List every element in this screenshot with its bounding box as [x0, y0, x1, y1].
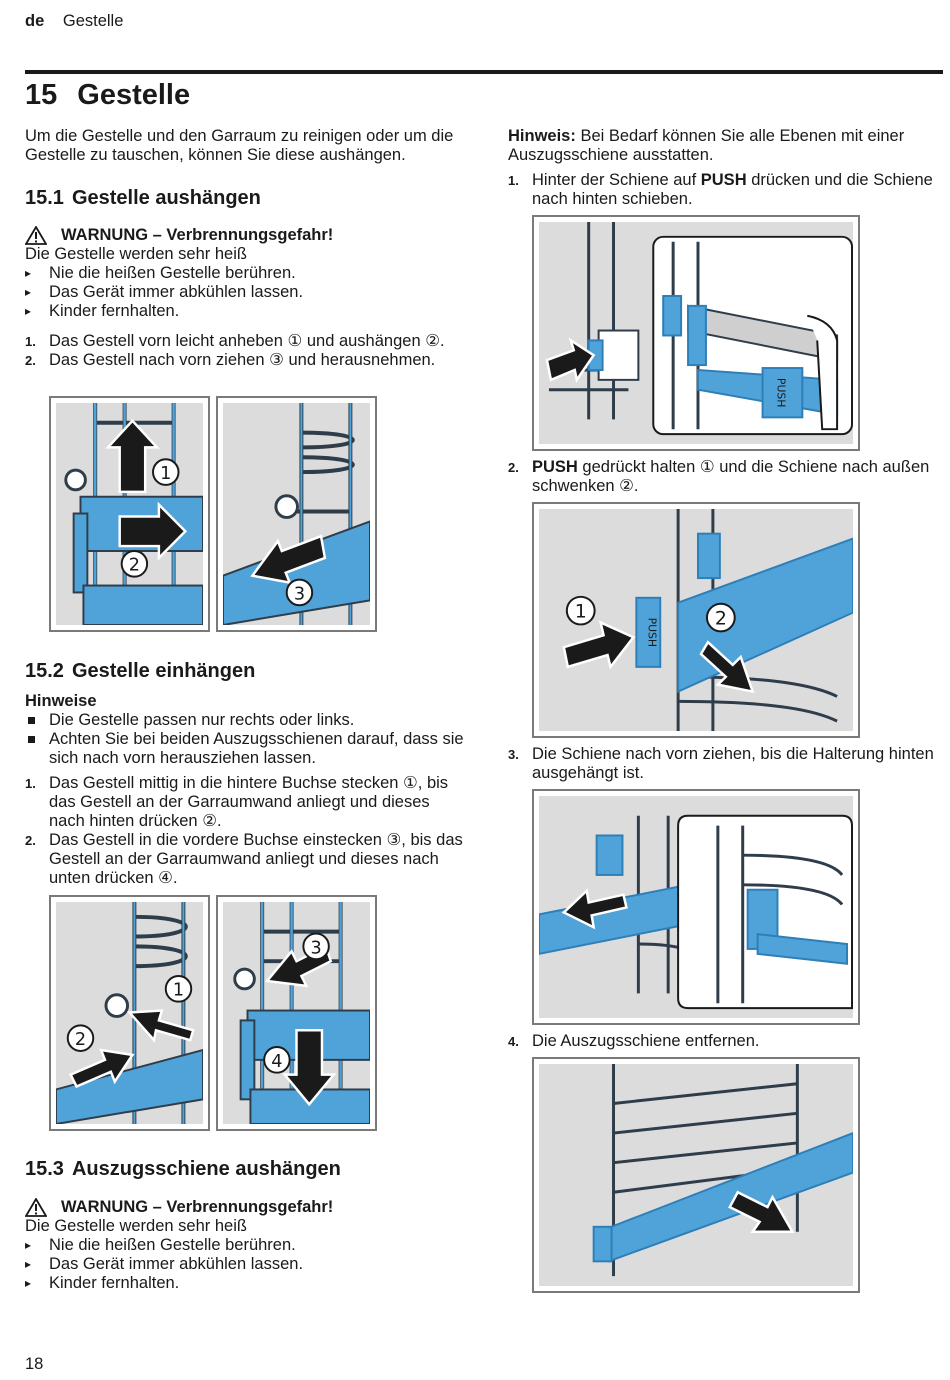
- figure-insert-front: 3 4: [216, 895, 377, 1131]
- callout-2: 2: [129, 556, 140, 576]
- header-section: Gestelle: [62, 12, 124, 30]
- callout-1: 1: [160, 464, 171, 484]
- figure-push-release: PUSH: [532, 215, 860, 451]
- page-header: de Gestelle: [25, 12, 123, 31]
- notes-block: Hinweise Die Gestelle passen nur rechts …: [25, 692, 465, 768]
- push-label: PUSH: [645, 618, 658, 648]
- callout-4: 4: [271, 1052, 282, 1072]
- step-item: 1.Das Gestell vorn leicht anheben ① und …: [25, 332, 445, 350]
- step-item: 2.PUSH gedrückt halten ① und die Schiene…: [508, 458, 930, 495]
- bullet-item: Nie die heißen Gestelle berühren.: [25, 264, 465, 283]
- warning-heading: WARNUNG – Verbrennungsgefahr!: [25, 226, 465, 245]
- right-step-3: 3.Die Schiene nach vorn ziehen, bis die …: [508, 745, 938, 783]
- callout-3: 3: [310, 938, 321, 958]
- step-item: 3.Die Schiene nach vorn ziehen, bis die …: [508, 745, 934, 782]
- step-item: 1.Das Gestell mittig in die hintere Buch…: [25, 774, 449, 830]
- step-item: 2.Das Gestell in die vordere Buchse eins…: [25, 831, 463, 887]
- figure-lift-rack: 1 2: [49, 396, 210, 632]
- header-rule: [25, 70, 943, 74]
- push-label: PUSH: [774, 378, 787, 408]
- warning-bullets: Nie die heißen Gestelle berühren. Das Ge…: [25, 264, 465, 321]
- step-item: 2.Das Gestell nach vorn ziehen ③ und her…: [25, 351, 436, 369]
- callout-1: 1: [575, 602, 587, 623]
- right-step-4: 4.Die Auszugsschiene entfernen.: [508, 1032, 938, 1051]
- intro-text: Um die Gestelle und den Garraum zu reini…: [25, 127, 454, 164]
- step-item: 4.Die Auszugsschiene entfernen.: [508, 1032, 760, 1050]
- figure-swing-rail: PUSH 1 2: [532, 502, 860, 738]
- warning-text: Die Gestelle werden sehr heiß: [25, 245, 247, 263]
- figure-pull-rail-forward: [532, 789, 860, 1025]
- bullet-item: Das Gerät immer abkühlen lassen.: [25, 1255, 465, 1274]
- warning-block-1: WARNUNG – Verbrennungsgefahr! Die Gestel…: [25, 226, 465, 321]
- figure-remove-rail: [532, 1057, 860, 1293]
- warning-heading: WARNUNG – Verbrennungsgefahr!: [25, 1198, 465, 1217]
- warning-bullets: Nie die heißen Gestelle berühren. Das Ge…: [25, 1236, 465, 1293]
- callout-2: 2: [715, 608, 727, 629]
- right-step-2: 2.PUSH gedrückt halten ① und die Schiene…: [508, 458, 938, 496]
- bullet-item: Kinder fernhalten.: [25, 302, 465, 321]
- note-item: Die Gestelle passen nur rechts oder link…: [25, 711, 465, 730]
- steps-15-1: 1.Das Gestell vorn leicht anheben ① und …: [25, 332, 465, 370]
- notes-title: Hinweise: [25, 692, 97, 710]
- header-language: de: [25, 12, 45, 30]
- warning-triangle-icon: [25, 226, 47, 245]
- bullet-item: Kinder fernhalten.: [25, 1274, 465, 1293]
- warning-triangle-icon: [25, 1198, 47, 1217]
- figure-pull-rack: 3: [216, 396, 377, 632]
- callout-3: 3: [294, 584, 305, 604]
- steps-15-2: 1.Das Gestell mittig in die hintere Buch…: [25, 774, 465, 888]
- warning-text: Die Gestelle werden sehr heiß: [25, 1217, 247, 1235]
- figure-insert-rear: 1 2: [49, 895, 210, 1131]
- bullet-item: Nie die heißen Gestelle berühren.: [25, 1236, 465, 1255]
- hint-text: Hinweis: Bei Bedarf können Sie alle Eben…: [508, 127, 905, 164]
- step-item: 1.Hinter der Schiene auf PUSH drücken un…: [508, 171, 933, 208]
- callout-1: 1: [173, 981, 184, 1001]
- callout-2: 2: [75, 1030, 86, 1050]
- note-item: Achten Sie bei beiden Auszugsschienen da…: [25, 730, 465, 768]
- bullet-item: Das Gerät immer abkühlen lassen.: [25, 283, 465, 302]
- page-number: 18: [25, 1355, 44, 1373]
- notes-list: Die Gestelle passen nur rechts oder link…: [25, 711, 465, 768]
- right-step-1: 1.Hinter der Schiene auf PUSH drücken un…: [508, 171, 938, 209]
- warning-block-2: WARNUNG – Verbrennungsgefahr! Die Gestel…: [25, 1198, 465, 1293]
